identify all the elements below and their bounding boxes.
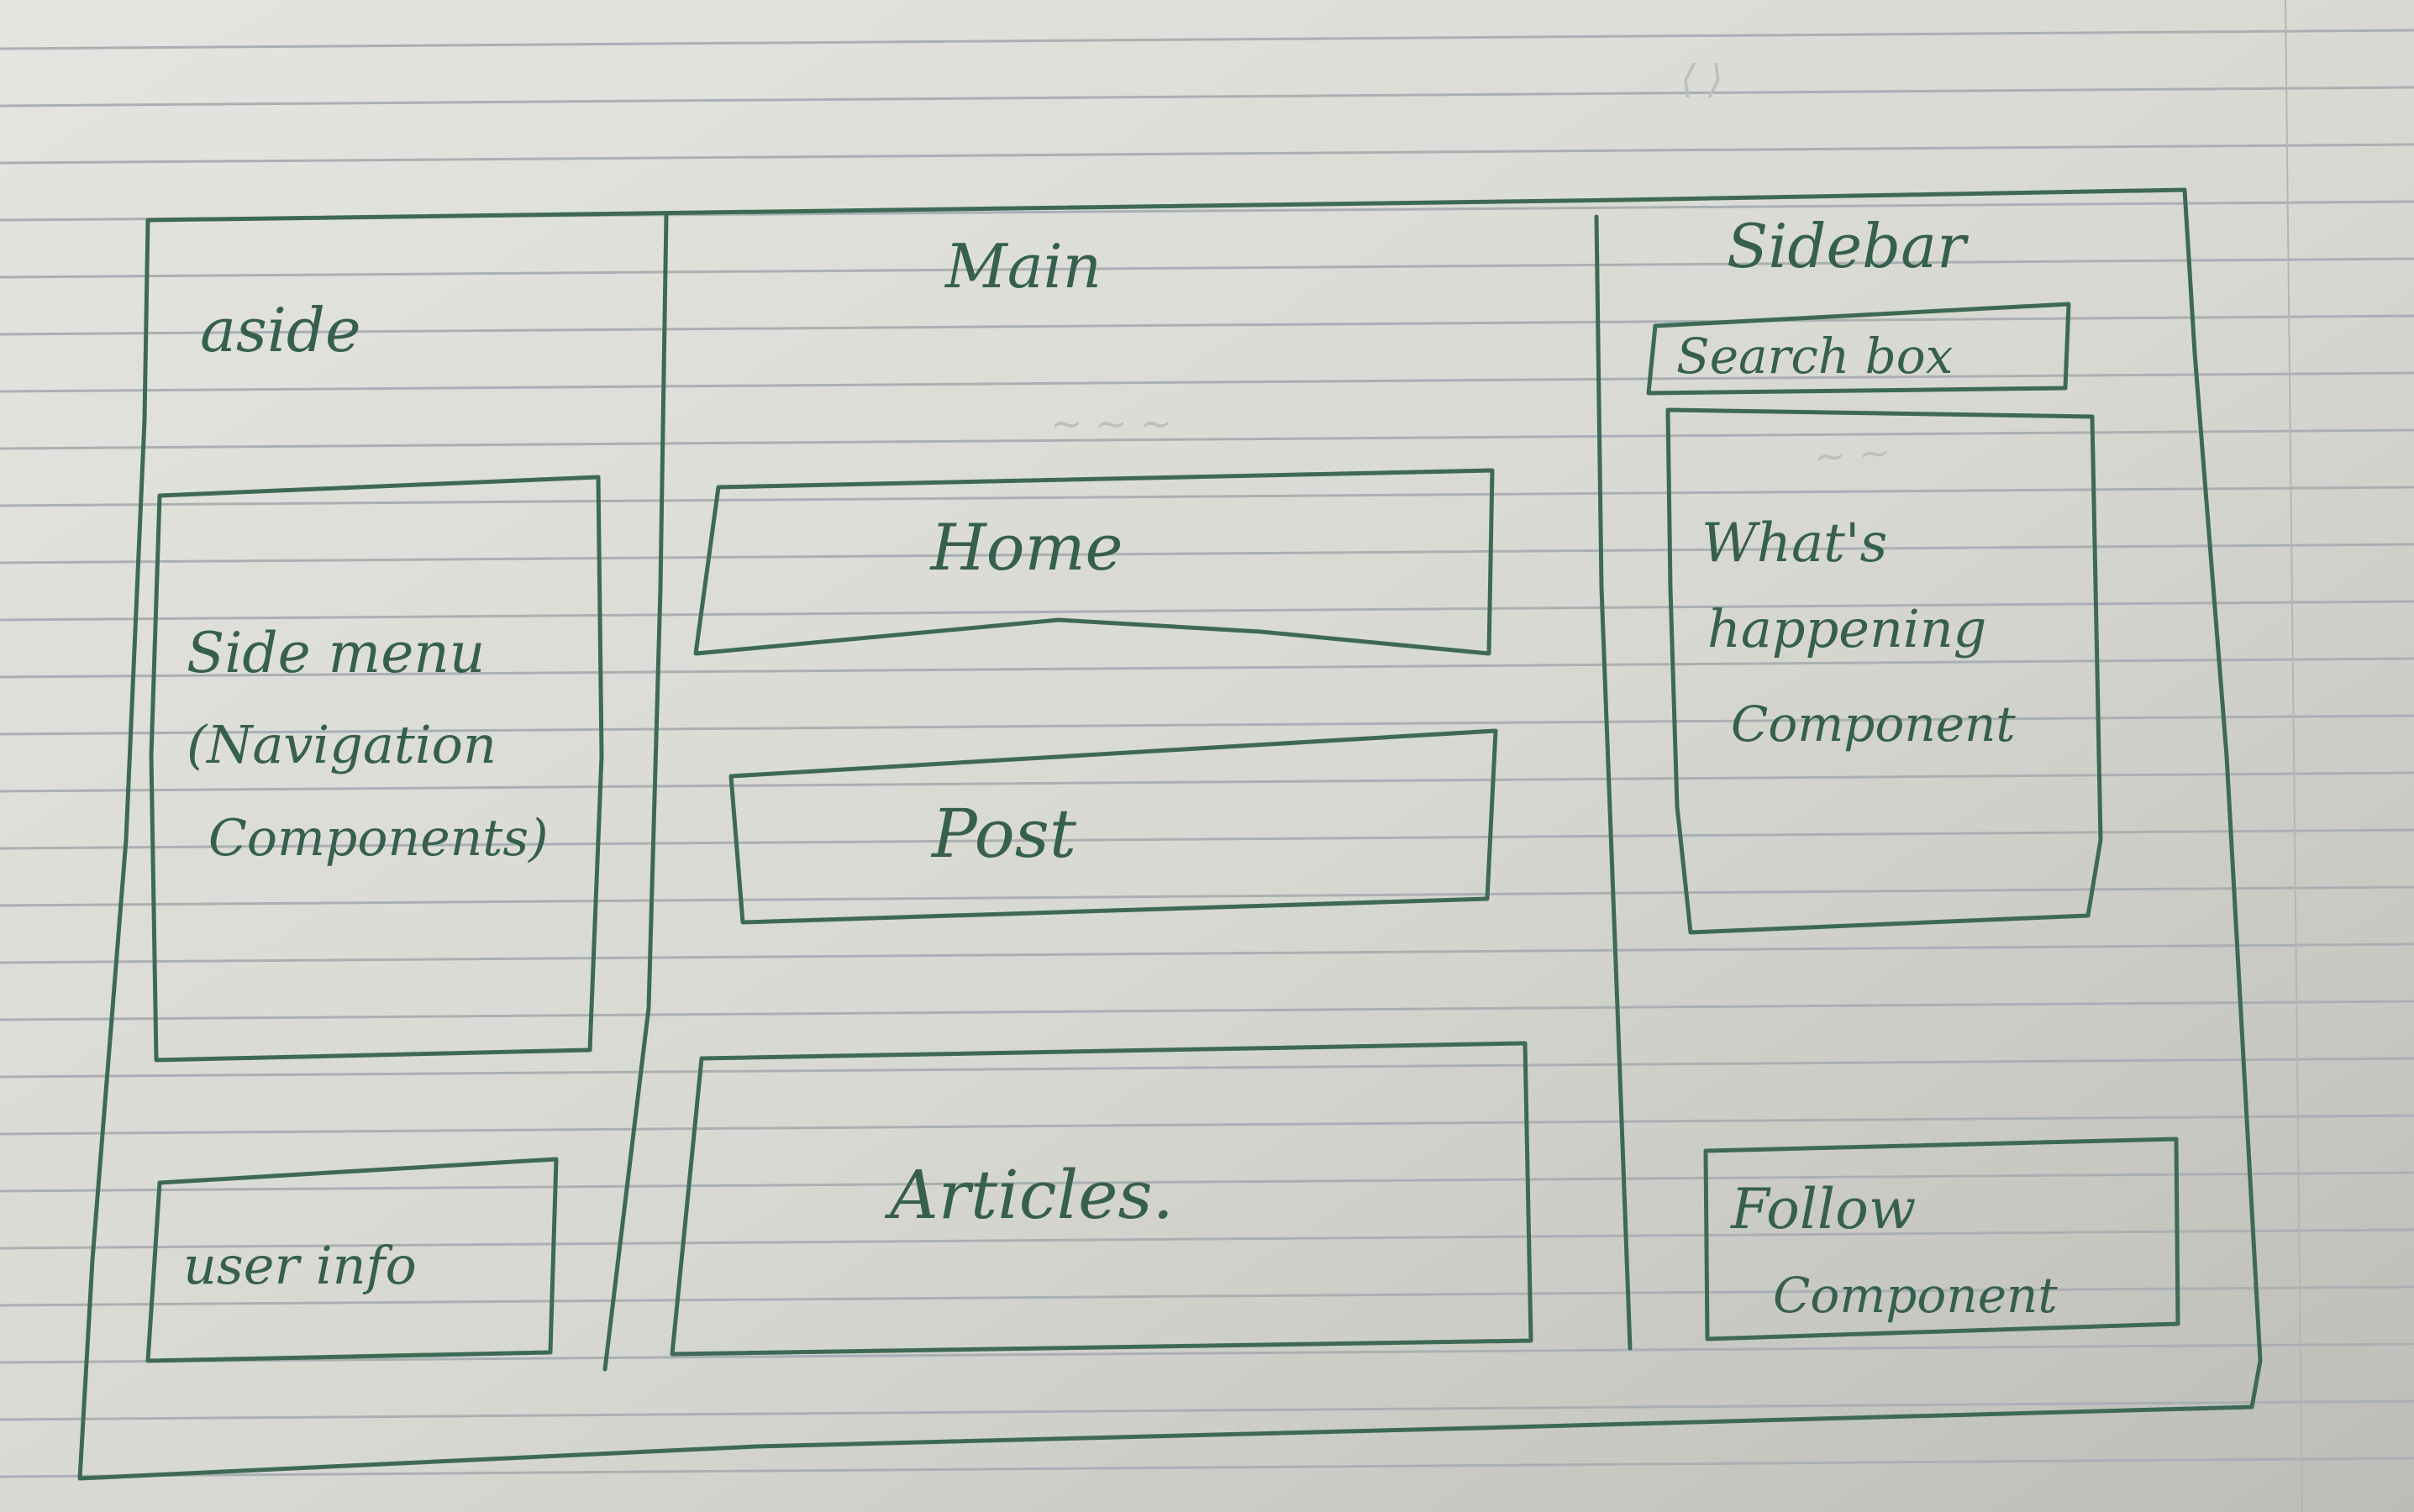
articles-label: Articles. — [884, 1156, 1174, 1234]
svg-text:⟨ ⟩: ⟨ ⟩ — [1680, 56, 1723, 102]
ruled-line — [0, 371, 2414, 393]
aside-heading: aside — [200, 295, 361, 365]
svg-text:~ ~: ~ ~ — [1812, 429, 1892, 480]
whats-happening-label-1: What's — [1701, 512, 1887, 575]
ruled-line — [0, 885, 2414, 907]
side-menu-label-2: (Navigation — [187, 714, 497, 775]
divider-aside-main — [602, 212, 669, 1372]
follow-label-2: Component — [1773, 1267, 2058, 1324]
sidebar-heading: Sidebar — [1727, 211, 1969, 281]
page-frame — [77, 187, 2263, 1481]
whats-happening-label-3: Component — [1731, 696, 2016, 753]
ruled-line — [0, 86, 2414, 108]
page-edge — [2285, 0, 2303, 1512]
divider-main-sidebar — [1594, 214, 1633, 1351]
home-label: Home — [928, 510, 1123, 585]
articles-box — [670, 1041, 1533, 1357]
ruled-line — [0, 714, 2414, 736]
post-box — [728, 728, 1498, 925]
search-box-label: Search box — [1676, 328, 1953, 385]
ruled-line — [0, 1399, 2414, 1421]
side-menu-label-3: Components) — [208, 809, 549, 868]
ruled-line — [0, 1228, 2414, 1250]
ruled-line — [0, 828, 2414, 850]
whats-happening-label-2: happening — [1707, 598, 1986, 659]
ruled-line — [0, 942, 2414, 964]
follow-label-1: Follow — [1730, 1177, 1916, 1242]
ruled-line — [0, 543, 2414, 564]
ruled-line — [0, 1457, 2414, 1478]
whats-happening-box — [1665, 407, 2103, 935]
ruled-line — [0, 600, 2414, 622]
ruled-line — [0, 1000, 2414, 1021]
ruled-line — [0, 143, 2414, 165]
ruled-line — [0, 486, 2414, 507]
user-info-box — [145, 1157, 559, 1363]
ruled-line — [0, 657, 2414, 679]
side-menu-label-1: Side menu — [187, 621, 485, 685]
post-label: Post — [930, 795, 1077, 873]
ruled-line — [0, 1342, 2414, 1364]
ruled-line — [0, 1057, 2414, 1079]
ruled-line — [0, 29, 2414, 50]
ruled-line — [0, 1171, 2414, 1193]
show-through: ⟨ ⟩ ~ ~ ~ ~ ~ — [1050, 56, 1892, 480]
ruled-line — [0, 314, 2414, 336]
ruled-line — [0, 257, 2414, 279]
side-menu-box — [149, 475, 604, 1063]
user-info-label: user info — [183, 1235, 417, 1296]
ruled-line — [0, 428, 2414, 450]
search-box-frame — [1646, 302, 2071, 396]
ruled-line — [0, 1285, 2414, 1307]
follow-box — [1703, 1137, 2180, 1341]
main-heading: Main — [944, 231, 1102, 302]
ruled-lines — [0, 29, 2414, 1478]
svg-text:~ ~ ~: ~ ~ ~ — [1050, 401, 1172, 446]
home-box — [693, 468, 1495, 656]
ruled-line — [0, 1114, 2414, 1136]
ruled-line — [0, 771, 2414, 793]
